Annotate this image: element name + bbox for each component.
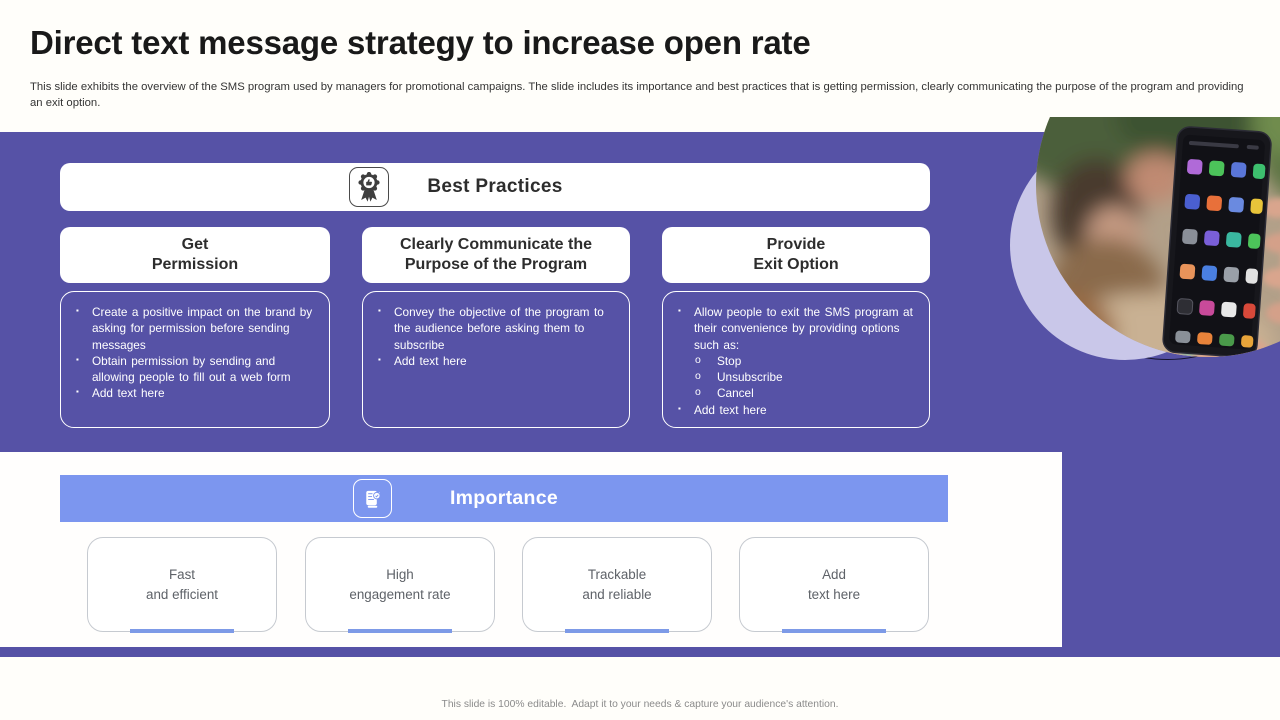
best-practices-banner: Best Practices bbox=[60, 163, 930, 211]
bullet-item: Obtain permission by sending and allowin… bbox=[75, 353, 319, 386]
sub-bullet-item: Unsubscribe bbox=[677, 369, 919, 385]
importance-card-label: Add text here bbox=[807, 567, 861, 602]
bullet-item: Allow people to exit the SMS program at … bbox=[677, 304, 919, 353]
importance-card-label: Trackable and reliable bbox=[582, 567, 652, 602]
bullet-item: Convey the objective of the program to t… bbox=[377, 304, 619, 353]
photo-decoration bbox=[1000, 117, 1280, 362]
best-practices-banner-label: Best Practices bbox=[427, 176, 563, 197]
bullet-item: Create a positive impact on the brand by… bbox=[75, 304, 319, 353]
importance-card: Fast and efficient bbox=[87, 537, 277, 633]
bullet-list: Allow people to exit the SMS program at … bbox=[663, 304, 929, 418]
best-practices-column: Provide Exit Option Allow people to exit… bbox=[662, 227, 930, 428]
column-heading: Clearly Communicate the Purpose of the P… bbox=[399, 236, 593, 273]
card-underline-bar bbox=[782, 629, 886, 633]
column-heading: Get Permission bbox=[151, 236, 239, 273]
importance-card: Trackable and reliable bbox=[522, 537, 712, 633]
hand-holding-phone-icon bbox=[353, 479, 392, 518]
bullet-item: Add text here bbox=[677, 402, 919, 418]
award-badge-icon bbox=[349, 167, 389, 207]
importance-card: High engagement rate bbox=[305, 537, 495, 633]
bullet-list: Create a positive impact on the brand by… bbox=[61, 304, 329, 402]
card-underline-bar bbox=[565, 629, 669, 633]
importance-banner: Importance bbox=[60, 475, 948, 522]
best-practices-column: Clearly Communicate the Purpose of the P… bbox=[362, 227, 630, 428]
column-heading-card: Clearly Communicate the Purpose of the P… bbox=[362, 227, 630, 283]
bullet-list: Convey the objective of the program to t… bbox=[363, 304, 629, 369]
column-heading-card: Provide Exit Option bbox=[662, 227, 930, 283]
column-heading: Provide Exit Option bbox=[753, 236, 839, 273]
best-practices-column: Get Permission Create a positive impact … bbox=[60, 227, 330, 428]
column-heading-card: Get Permission bbox=[60, 227, 330, 283]
sub-bullet-item: Stop bbox=[677, 353, 919, 369]
column-content-box: Allow people to exit the SMS program at … bbox=[662, 291, 930, 428]
slide-footer-note: This slide is 100% editable. Adapt it to… bbox=[441, 699, 839, 710]
card-underline-bar bbox=[130, 629, 234, 633]
sub-bullet-item: Cancel bbox=[677, 385, 919, 401]
importance-card: Add text here bbox=[739, 537, 929, 633]
column-content-box: Create a positive impact on the brand by… bbox=[60, 291, 330, 428]
importance-banner-label: Importance bbox=[449, 487, 559, 509]
page-title: Direct text message strategy to increase… bbox=[30, 24, 811, 61]
slide-subtitle: This slide exhibits the overview of the … bbox=[30, 81, 1244, 110]
importance-card-label: High engagement rate bbox=[349, 567, 451, 602]
bullet-item: Add text here bbox=[75, 385, 319, 401]
card-underline-bar bbox=[348, 629, 452, 633]
bullet-item: Add text here bbox=[377, 353, 619, 369]
importance-card-label: Fast and efficient bbox=[146, 567, 218, 602]
column-content-box: Convey the objective of the program to t… bbox=[362, 291, 630, 428]
